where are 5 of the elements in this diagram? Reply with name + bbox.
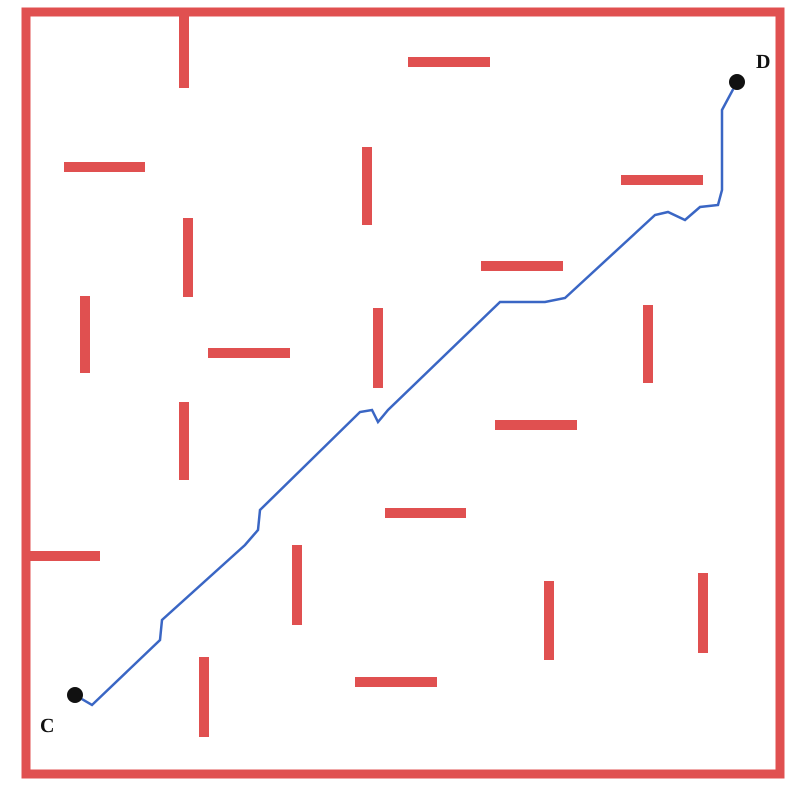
point-label: C xyxy=(40,716,54,736)
planned-path xyxy=(81,88,734,707)
point-marker xyxy=(67,687,83,703)
point-marker xyxy=(729,74,745,90)
point-label: D xyxy=(756,52,770,72)
